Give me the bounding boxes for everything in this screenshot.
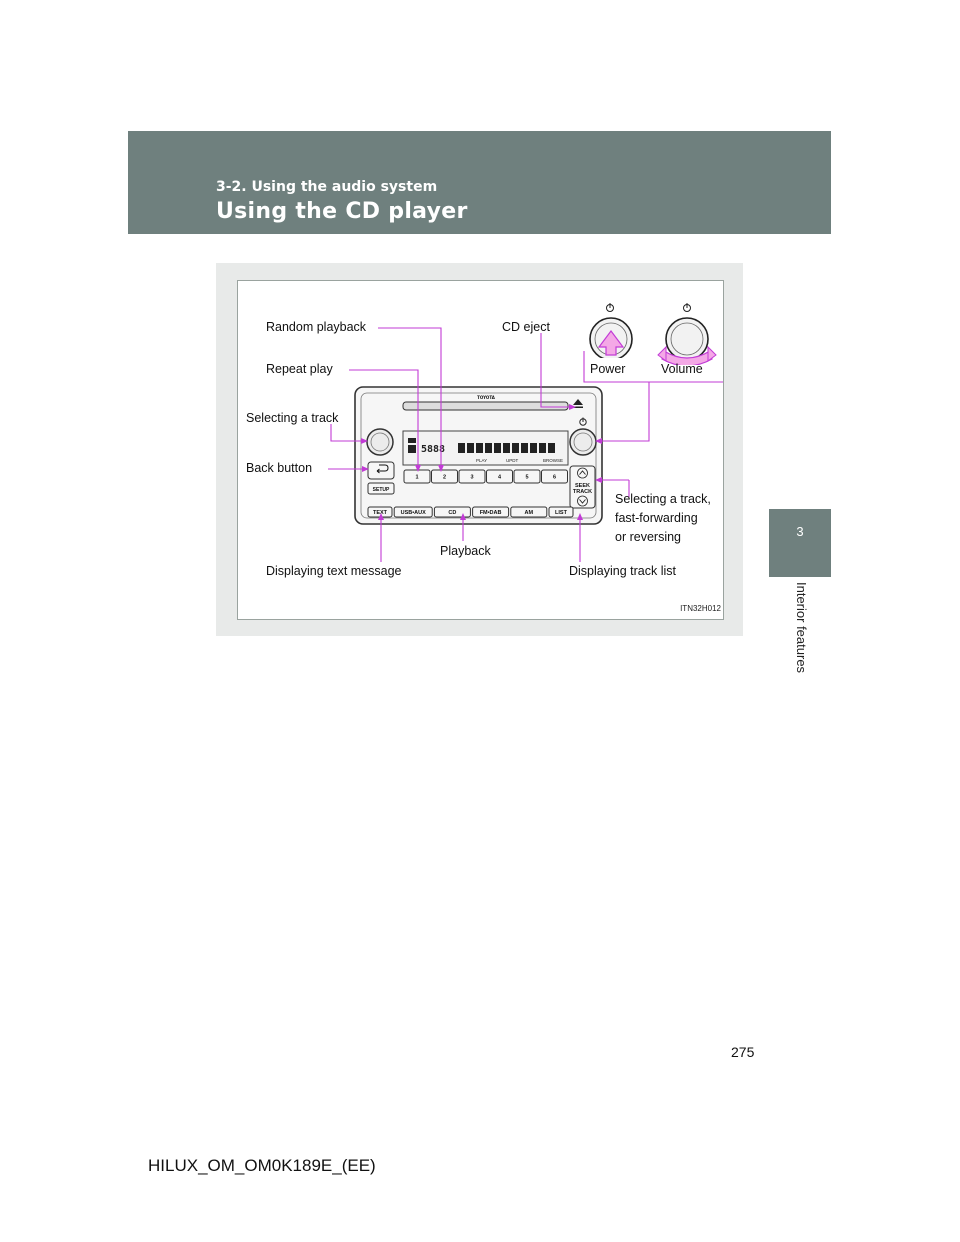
svg-text:LIST: LIST [555, 510, 568, 516]
callout-lines [328, 327, 723, 562]
label-repeat-play: Repeat play [266, 362, 333, 376]
svg-text:1: 1 [415, 475, 418, 481]
svg-text:SEEK: SEEK [575, 483, 590, 489]
svg-text:PLAY: PLAY [476, 458, 487, 463]
cd-slot [402, 401, 569, 411]
label-track-list: Displaying track list [569, 564, 676, 578]
setup-button-graphic [367, 482, 395, 495]
figure-panel: TOYOTA SETUP [216, 263, 743, 636]
unit-button-4: AM [510, 506, 548, 518]
svg-text:UPDT: UPDT [506, 458, 519, 463]
preset-button-3: 3 [458, 469, 486, 484]
seek-track-button-graphic [569, 465, 596, 509]
unit-button-0: TEXT [367, 506, 393, 518]
press-arrow-icon [597, 330, 625, 356]
svg-text:CD: CD [448, 510, 456, 516]
label-back-button: Back button [246, 461, 313, 475]
label-power: Power [590, 362, 626, 376]
section-header: 3-2. Using the audio system Using the CD… [128, 131, 831, 234]
svg-text:TRACK: TRACK [573, 489, 592, 495]
label-seek-line2: fast-forwarding [615, 511, 698, 525]
label-selecting-track: Selecting a track [246, 411, 339, 425]
section-label: 3-2. Using the audio system [216, 179, 438, 195]
label-seek-line3: or reversing [615, 530, 681, 544]
unit-button-2: CD [433, 506, 471, 518]
label-random-playback: Random playback [266, 320, 367, 334]
unit-button-3: FM•DAB [472, 506, 510, 518]
audio-head-unit: TOYOTA SETUP [354, 386, 603, 525]
volume-knob-detail [657, 303, 717, 383]
figure-code: ITN32H012 [680, 604, 721, 613]
preset-button-6: 6 [541, 469, 568, 484]
footer-code: HILUX_OM_OM0K189E_(EE) [148, 1156, 376, 1175]
label-volume: Volume [661, 362, 703, 376]
cd-player-diagram: TOYOTA SETUP [328, 303, 723, 613]
bottom-buttons: TEXT USB•AUX CD FM•DAB AM LIST [367, 506, 574, 518]
rotate-arrow-icon [661, 350, 713, 367]
label-playback: Playback [440, 544, 491, 558]
toyota-logo-text: TOYOTA [477, 395, 496, 400]
svg-text:4: 4 [498, 475, 502, 481]
page-number: 275 [731, 1044, 755, 1060]
eject-icon [573, 399, 583, 405]
svg-text:TEXT: TEXT [373, 510, 388, 516]
svg-text:3: 3 [470, 475, 473, 481]
svg-text:6: 6 [553, 475, 556, 481]
chapter-number: 3 [796, 524, 804, 539]
lcd-segments [458, 443, 555, 453]
figure-frame: TOYOTA SETUP [237, 280, 724, 620]
chapter-label: Interior features [794, 582, 809, 674]
svg-text:USB•AUX: USB•AUX [401, 510, 426, 516]
svg-text:SETUP: SETUP [373, 487, 390, 493]
unit-button-5: LIST [548, 506, 574, 518]
label-text-message: Displaying text message [266, 564, 402, 578]
svg-text:5: 5 [525, 475, 528, 481]
svg-text:BROWSE: BROWSE [543, 458, 563, 463]
svg-text:FM•DAB: FM•DAB [480, 510, 502, 516]
page-title: Using the CD player [216, 199, 468, 224]
callout-arrowheads [361, 404, 602, 520]
preset-button-5: 5 [513, 469, 541, 484]
label-cd-eject: CD eject [502, 320, 550, 334]
chapter-tab[interactable]: 3 [769, 509, 831, 577]
label-seek-line1: Selecting a track, [615, 492, 711, 506]
svg-text:2: 2 [443, 475, 446, 481]
preset-button-4: 4 [486, 469, 513, 484]
svg-text:5888: 5888 [421, 444, 445, 455]
unit-button-1: USB•AUX [393, 506, 433, 518]
preset-button-2: 2 [431, 469, 458, 484]
svg-text:AM: AM [525, 510, 534, 516]
preset-buttons: 1 2 3 4 5 6 [403, 469, 568, 484]
power-knob-detail [586, 303, 638, 380]
preset-button-1: 1 [403, 469, 431, 484]
